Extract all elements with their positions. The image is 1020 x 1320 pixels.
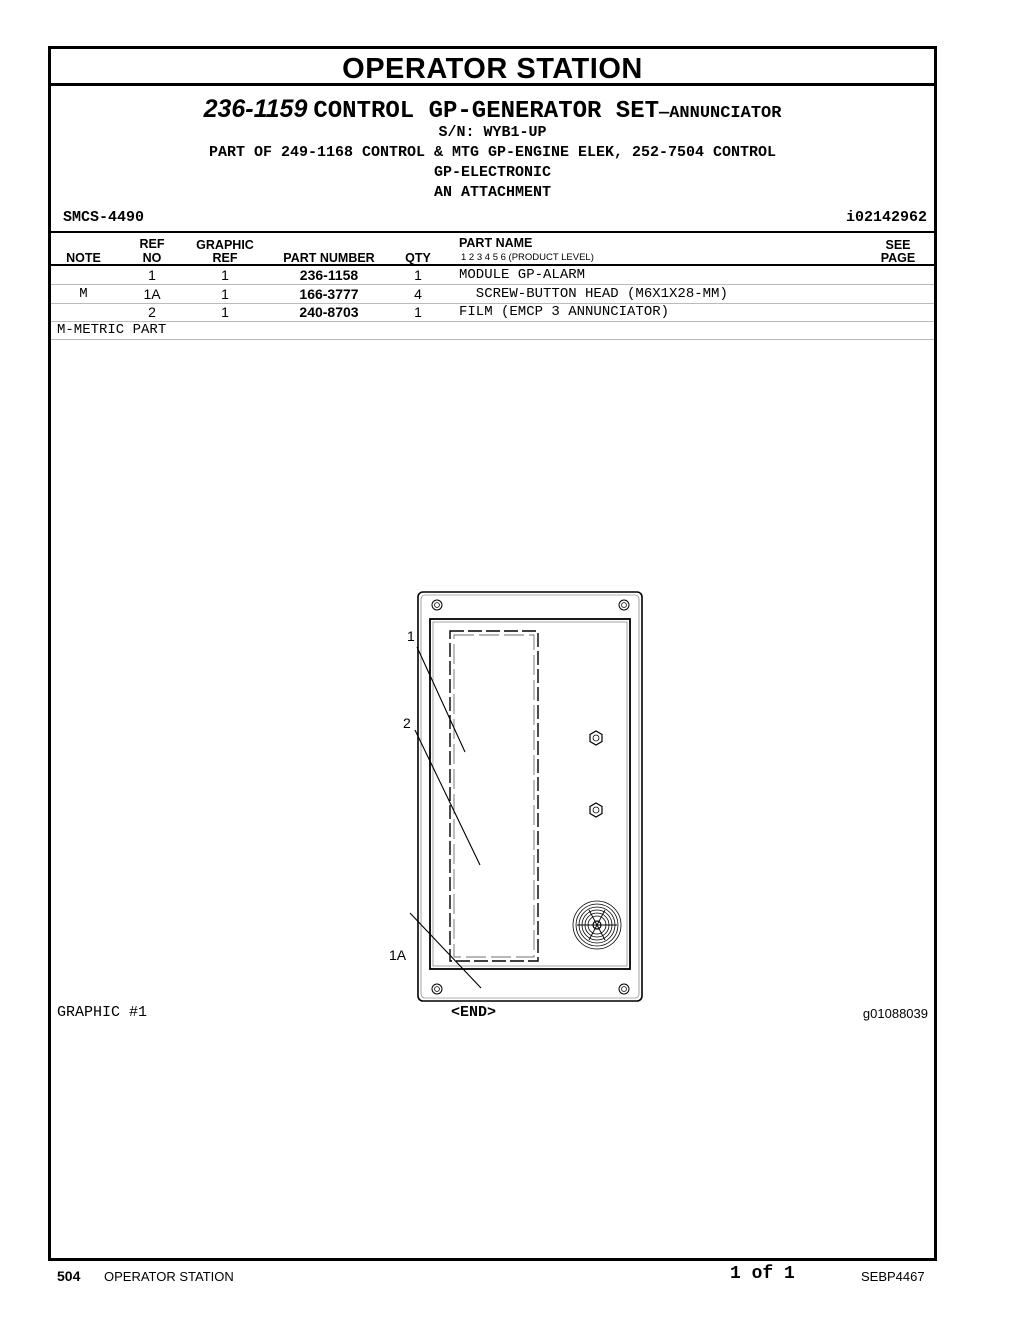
callout-2: 2 xyxy=(403,715,411,731)
footer-doc-id: SEBP4467 xyxy=(861,1269,925,1284)
attachment-line: AN ATTACHMENT xyxy=(433,184,552,201)
group-number: 236-1159 xyxy=(203,95,308,123)
callout-1a: 1A xyxy=(389,947,407,963)
col-header-see-page-bottom: PAGE xyxy=(880,251,916,265)
table-header-rule xyxy=(51,264,934,266)
col-header-part-number: PART NUMBER xyxy=(283,251,375,265)
footer-page-of: 1 of 1 xyxy=(730,1264,795,1284)
end-marker: <END> xyxy=(451,1004,497,1021)
col-header-qty: QTY xyxy=(405,251,431,265)
smcs-code: SMCS-4490 xyxy=(63,209,145,226)
col-header-part-name: PART NAME xyxy=(459,236,533,250)
row-rule xyxy=(51,284,934,285)
row-2-graphic-ref: 1 xyxy=(221,286,229,302)
footer-section-name: OPERATOR STATION xyxy=(104,1269,234,1284)
screw-icon xyxy=(431,983,443,995)
serial-number: S/N: WYB1-UP xyxy=(438,124,547,141)
leader-line-1 xyxy=(416,646,466,753)
row-rule xyxy=(51,321,934,322)
row-1-graphic-ref: 1 xyxy=(221,267,229,283)
lamp-icon xyxy=(589,730,603,746)
row-3-part-number: 240-8703 xyxy=(299,304,359,320)
leader-line-2 xyxy=(414,729,481,866)
screw-icon xyxy=(431,599,443,611)
col-header-see-page-top: SEE xyxy=(885,238,911,252)
graphic-id: g01088039 xyxy=(862,1006,928,1021)
row-2-ref-no: 1A xyxy=(143,286,161,302)
leader-line-1a xyxy=(409,912,482,989)
horn-speaker-icon xyxy=(572,900,622,950)
module-outer-frame xyxy=(417,591,643,1002)
row-1-ref-no: 1 xyxy=(148,267,156,283)
col-header-graphic-ref-bottom: REF xyxy=(212,251,238,265)
row-1-qty: 1 xyxy=(414,267,422,283)
footer-page-number: 504 xyxy=(57,1268,81,1284)
row-3-part-name: FILM (EMCP 3 ANNUNCIATOR) xyxy=(459,304,670,320)
row-2-part-number: 166-3777 xyxy=(299,286,359,302)
product-level-header: 1 2 3 4 5 6 (PRODUCT LEVEL) xyxy=(461,252,594,263)
part-of-line-1: PART OF 249-1168 CONTROL & MTG GP-ENGINE… xyxy=(208,144,777,161)
parts-illustration: 1 2 1A xyxy=(389,591,643,1002)
annunciator-film xyxy=(449,630,539,962)
row-3-qty: 1 xyxy=(414,304,422,320)
row-1-part-name: MODULE GP-ALARM xyxy=(459,267,586,283)
footnote-metric: M-METRIC PART xyxy=(57,322,167,338)
col-header-ref-no-bottom: NO xyxy=(142,251,162,265)
screw-icon xyxy=(618,599,630,611)
module-inner-panel xyxy=(429,618,631,970)
row-rule xyxy=(51,303,934,304)
lamp-icon xyxy=(589,802,603,818)
table-top-rule xyxy=(51,231,934,233)
row-3-graphic-ref: 1 xyxy=(221,304,229,320)
graphic-label: GRAPHIC #1 xyxy=(57,1004,148,1021)
row-1-part-number: 236-1158 xyxy=(299,267,359,283)
row-3-ref-no: 2 xyxy=(148,304,156,320)
screw-icon xyxy=(618,983,630,995)
group-suffix: —ANNUNCIATOR xyxy=(659,104,782,123)
group-title: 236-1159 CONTROL GP-GENERATOR SET—ANNUNC… xyxy=(51,95,934,125)
row-2-part-name: SCREW-BUTTON HEAD (M6X1X28-MM) xyxy=(459,286,728,302)
illustration-id: i02142962 xyxy=(845,209,927,226)
col-header-ref-no-top: REF xyxy=(139,237,165,251)
row-rule xyxy=(51,339,934,340)
section-title: OPERATOR STATION xyxy=(51,49,934,86)
page-frame: OPERATOR STATION 236-1159 CONTROL GP-GEN… xyxy=(48,46,937,1261)
col-header-graphic-ref-top: GRAPHIC xyxy=(196,238,254,252)
row-2-note: M xyxy=(79,286,88,302)
group-description: CONTROL GP-GENERATOR SET xyxy=(313,98,660,125)
part-of-line-2: GP-ELECTRONIC xyxy=(433,164,552,181)
callout-1: 1 xyxy=(407,628,415,644)
col-header-note: NOTE xyxy=(66,251,101,265)
row-2-qty: 4 xyxy=(414,286,422,302)
